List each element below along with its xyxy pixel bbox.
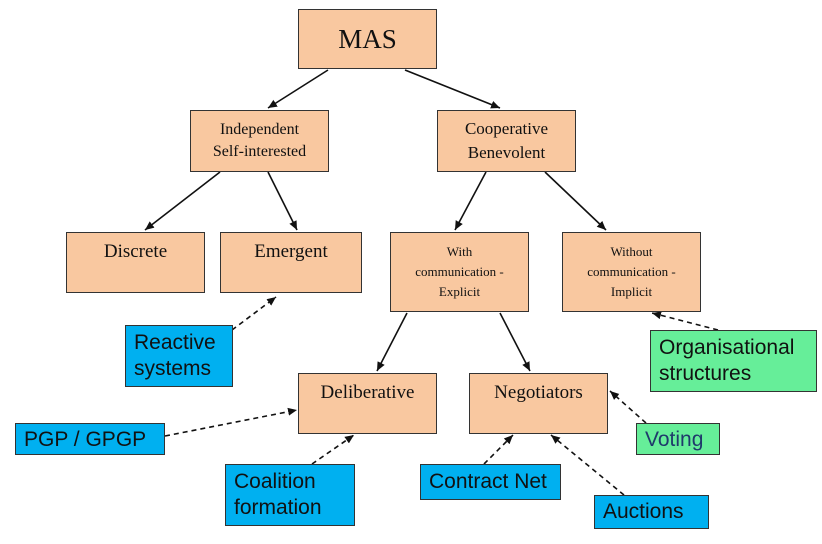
edge-independent-to-discrete: [144, 171, 221, 231]
edge-pgp-to-deliberative: [164, 407, 298, 437]
node-emergent-label: Emergent: [254, 241, 328, 262]
node-without-communication-label: Without communication - Implicit: [587, 244, 676, 299]
node-with-communication-label: With communication - Explicit: [415, 244, 504, 299]
technique-contract-net: Contract Net: [420, 464, 561, 500]
node-emergent: Emergent: [220, 232, 362, 293]
edge-independent-to-emergent: [267, 171, 298, 231]
technique-voting-label: Voting: [645, 428, 704, 451]
edge-with-to-negotiators: [499, 312, 531, 372]
node-deliberative: Deliberative: [298, 373, 437, 434]
node-deliberative-label: Deliberative: [320, 382, 415, 403]
node-without-communication: Without communication - Implicit: [562, 232, 701, 312]
technique-pgp-gpgp-label: PGP / GPGP: [24, 428, 147, 451]
edge-mas-to-cooperative: [404, 69, 501, 109]
edge-auctions-to-negotiators: [550, 434, 625, 496]
technique-voting: Voting: [636, 423, 720, 455]
edge-cooperative-to-with: [454, 171, 487, 231]
technique-auctions: Auctions: [594, 495, 709, 529]
edge-mas-to-independent: [267, 69, 329, 109]
edge-cooperative-to-without: [544, 171, 607, 231]
node-negotiators: Negotiators: [469, 373, 608, 434]
node-discrete: Discrete: [66, 232, 205, 293]
technique-reactive-systems: Reactive systems: [125, 325, 233, 387]
technique-coalition-formation: Coalition formation: [225, 464, 355, 526]
edge-coalition-to-deliberative: [311, 434, 355, 465]
technique-auctions-label: Auctions: [603, 500, 684, 523]
technique-reactive-systems-label: Reactive systems: [134, 331, 216, 380]
node-independent-label: Independent Self-interested: [212, 121, 307, 160]
node-cooperative: Cooperative Benevolent: [437, 110, 576, 172]
node-cooperative-label: Cooperative Benevolent: [464, 119, 549, 162]
node-discrete-label: Discrete: [103, 241, 168, 262]
node-independent: Independent Self-interested: [190, 110, 329, 172]
node-mas: MAS: [298, 9, 437, 69]
technique-organisational-structures: Organisational structures: [650, 330, 817, 392]
edge-voting-to-negotiators: [609, 390, 647, 424]
node-negotiators-label: Negotiators: [494, 382, 583, 403]
edge-reactive-to-emergent: [231, 296, 277, 331]
technique-organisational-structures-label: Organisational structures: [659, 336, 795, 385]
edge-contract-to-negotiators: [483, 434, 514, 465]
edge-organisational-to-without: [651, 311, 719, 331]
edge-with-to-deliberative: [376, 312, 408, 372]
node-mas-label: MAS: [338, 23, 397, 54]
technique-contract-net-label: Contract Net: [429, 470, 547, 493]
technique-coalition-formation-label: Coalition formation: [234, 470, 322, 519]
technique-pgp-gpgp: PGP / GPGP: [15, 423, 165, 455]
node-with-communication: With communication - Explicit: [390, 232, 529, 312]
